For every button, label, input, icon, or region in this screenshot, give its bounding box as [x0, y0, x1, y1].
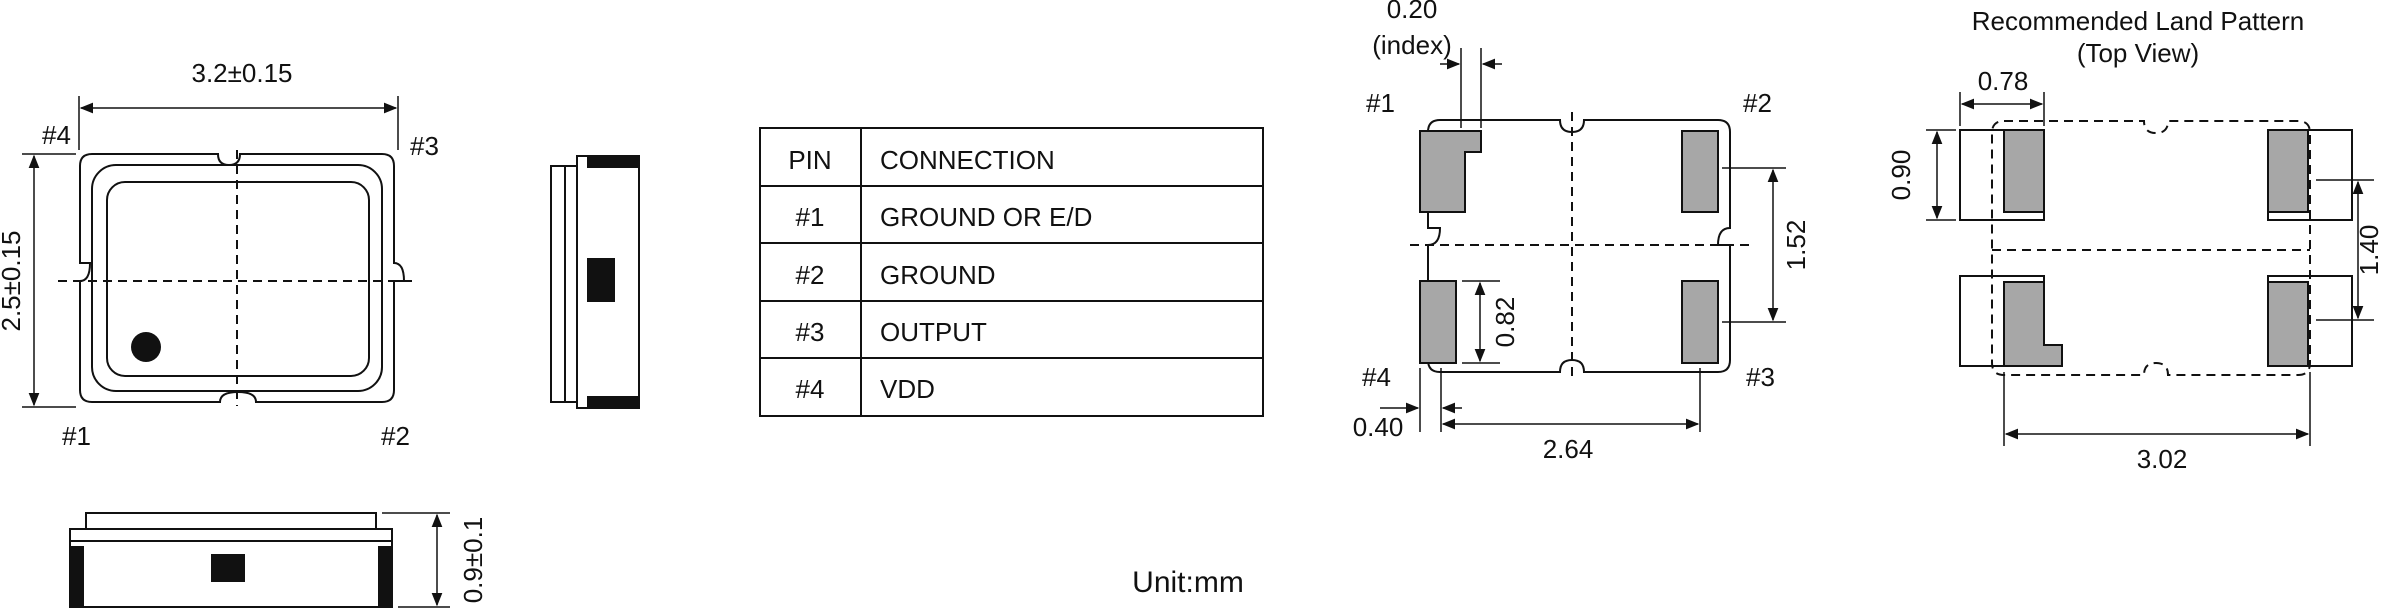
bottom-view: 0.20 (index) #1 #2 #4 #3 0.82 1.52 0.40 …: [1353, 0, 1811, 464]
pin-connection-table: PIN CONNECTION #1 GROUND OR E/D #2 GROUN…: [759, 127, 1264, 417]
pad-pitch-h-label: 2.64: [1543, 434, 1594, 464]
land-pad-3: [2267, 281, 2309, 367]
land-pitch-h-label: 3.02: [2137, 444, 2188, 474]
table-cell: GROUND OR E/D: [880, 202, 1092, 232]
land-pitch-v-label: 1.40: [2354, 225, 2384, 276]
index-dim-label: 0.20: [1387, 0, 1438, 24]
pad-4: [1419, 280, 1457, 364]
land-width-label: 0.78: [1978, 66, 2029, 96]
table-header-pin: PIN: [788, 145, 831, 175]
thickness-dim-label: 0.9±0.1: [458, 517, 488, 604]
land-pad-4: [2003, 281, 2063, 367]
table-cell: #4: [796, 374, 825, 404]
front-terminal-right: [378, 546, 392, 607]
pad-pitch-v-label: 1.52: [1781, 220, 1811, 271]
land-pad-2: [2267, 129, 2309, 213]
pin-label-1: #1: [1366, 88, 1395, 118]
table-cell: VDD: [880, 374, 935, 404]
side-terminal-bottom: [587, 396, 639, 408]
land-pad-1: [2003, 129, 2045, 213]
front-terminal-left: [70, 546, 84, 607]
pin-label-4: #4: [1362, 362, 1391, 392]
pin-label-3: #3: [1746, 362, 1775, 392]
pin-label-1: #1: [62, 421, 91, 451]
pin-label-2: #2: [1743, 88, 1772, 118]
width-dim-label: 3.2±0.15: [191, 58, 292, 88]
height-dim-label: 2.5±0.15: [0, 230, 26, 331]
pin-label-4: #4: [42, 120, 71, 150]
land-pattern-title: Recommended Land Pattern: [1972, 6, 2304, 36]
bottom-outline: [1427, 119, 1731, 373]
unit-label: Unit:mm: [1132, 566, 1244, 599]
pad-3: [1681, 280, 1719, 364]
index-pad-1: [1419, 130, 1482, 213]
table-cell: #1: [796, 202, 825, 232]
front-lid: [85, 512, 377, 530]
front-terminal-mid: [211, 554, 245, 582]
side-terminal-mid: [587, 258, 615, 302]
table-cell: GROUND: [880, 260, 996, 290]
pad-2: [1681, 130, 1719, 213]
land-package-outline: [1991, 120, 2311, 376]
table-frame: [759, 127, 1264, 417]
table-cell: OUTPUT: [880, 317, 987, 347]
side-view-right: [550, 155, 640, 409]
pin-label-2: #2: [381, 421, 410, 451]
land-pattern-subtitle: (Top View): [2077, 38, 2199, 68]
table-header-connection: CONNECTION: [880, 145, 1055, 175]
pad-height-label: 0.82: [1490, 297, 1520, 348]
pin-label-3: #3: [410, 131, 439, 161]
pad-width-label: 0.40: [1353, 412, 1404, 442]
side-terminal-top: [587, 156, 639, 168]
land-height-label: 0.90: [1886, 150, 1916, 201]
table-cell: #2: [796, 260, 825, 290]
table-cell: #3: [796, 317, 825, 347]
index-note-label: (index): [1372, 30, 1451, 60]
package-outline: [79, 153, 406, 403]
pin1-index-dot: [131, 332, 161, 362]
land-pattern: Recommended Land Pattern (Top View) 0.78…: [1886, 6, 2384, 474]
side-view-front: 0.9±0.1: [69, 512, 488, 608]
top-view: 3.2±0.15 2.5±0.15 #4 #3 #1 #2: [0, 58, 439, 451]
